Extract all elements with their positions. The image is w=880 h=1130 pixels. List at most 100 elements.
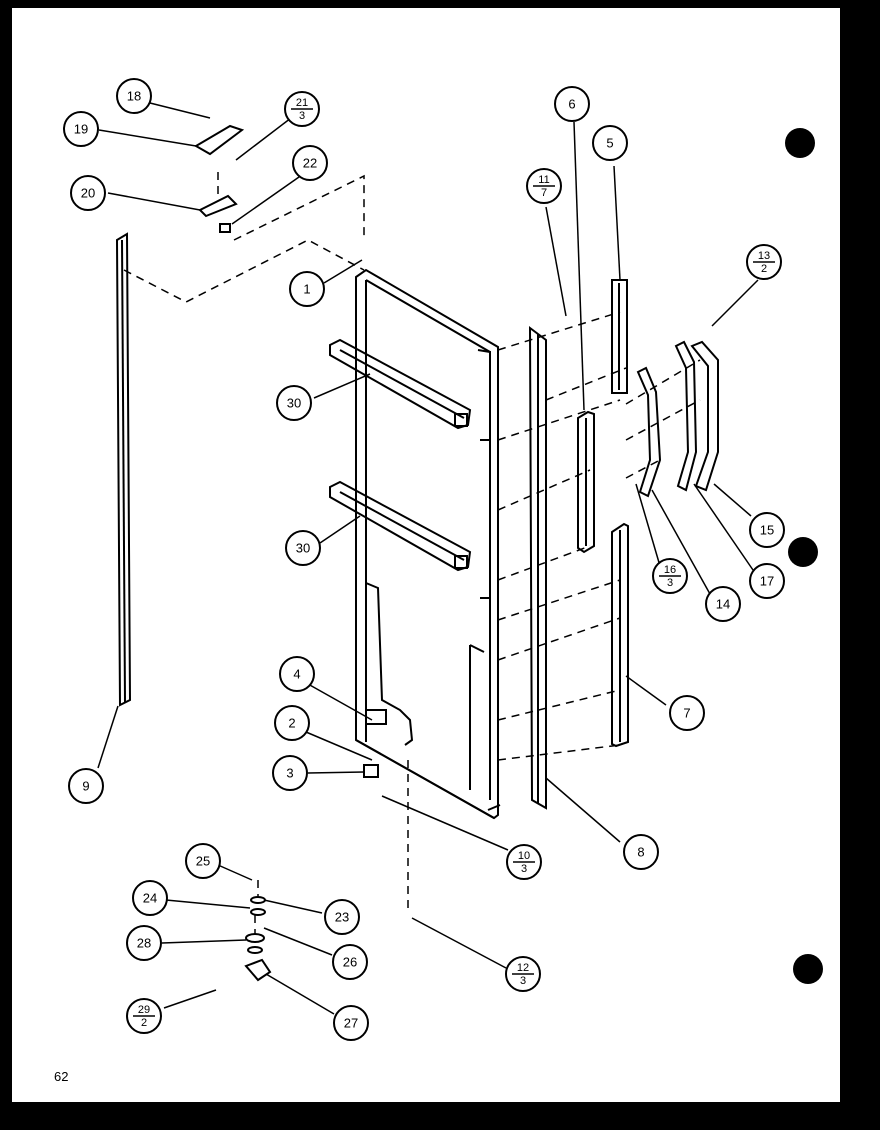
callout-30b: 30 (285, 530, 321, 566)
callout-5: 5 (592, 125, 628, 161)
callout-numerator: 29 (138, 1004, 150, 1016)
callout-label: 24 (143, 891, 157, 906)
callout-circle (749, 563, 785, 599)
trim-strip-8 (528, 325, 547, 810)
callout-2: 2 (274, 705, 310, 741)
callout-20: 20 (70, 175, 106, 211)
callout-denominator: 3 (520, 975, 526, 987)
callout-11: 117 (526, 168, 562, 204)
callout-denominator: 3 (521, 863, 527, 875)
punch-hole-bottom (793, 954, 823, 984)
callout-label: 9 (82, 779, 89, 794)
callout-circle (669, 695, 705, 731)
callout-circle (116, 78, 152, 114)
callout-27: 27 (333, 1005, 369, 1041)
callout-circle (749, 512, 785, 548)
leader-lines (97, 102, 759, 1015)
callout-circle (272, 755, 308, 791)
scan-border-bottom (0, 1106, 880, 1130)
trim-piece-6 (577, 410, 595, 554)
callout-24: 24 (132, 880, 168, 916)
callout-7: 7 (669, 695, 705, 731)
callout-circle (185, 843, 221, 879)
callout-30a: 30 (276, 385, 312, 421)
punch-hole-middle (788, 537, 818, 567)
callout-denominator: 2 (761, 263, 767, 275)
callout-group: 1819213222013030651171321517163147842310… (63, 78, 785, 1041)
callout-6: 6 (554, 86, 590, 122)
callout-label: 30 (296, 541, 310, 556)
trim-piece-5 (611, 279, 628, 394)
callout-circle (289, 271, 325, 307)
callout-circle (292, 145, 328, 181)
callout-3: 3 (272, 755, 308, 791)
handle-piece-14 (636, 366, 662, 498)
callout-circle (70, 175, 106, 211)
callout-4: 4 (279, 656, 315, 692)
callout-1: 1 (289, 271, 325, 307)
callout-label: 8 (637, 845, 644, 860)
callout-17: 17 (749, 563, 785, 599)
top-hinge-assembly (194, 124, 245, 233)
callout-numerator: 21 (296, 97, 308, 109)
callout-8: 8 (623, 834, 659, 870)
callout-circle (705, 586, 741, 622)
callout-circle (276, 385, 312, 421)
trim-piece-7 (611, 522, 629, 748)
callout-label: 25 (196, 854, 210, 869)
callout-29: 292 (126, 998, 162, 1034)
callout-label: 3 (286, 766, 293, 781)
callout-15: 15 (749, 512, 785, 548)
callout-circle (333, 1005, 369, 1041)
callout-28: 28 (126, 925, 162, 961)
callout-14: 14 (705, 586, 741, 622)
page-number: 62 (54, 1069, 68, 1084)
callout-circle (324, 899, 360, 935)
callout-26: 26 (332, 944, 368, 980)
callout-13: 132 (746, 244, 782, 280)
callout-label: 4 (293, 667, 300, 682)
callout-label: 26 (343, 955, 357, 970)
callout-10: 103 (506, 844, 542, 880)
door-hinge-lower (363, 709, 387, 778)
punch-hole-top (785, 128, 815, 158)
diagram-sheet (12, 8, 840, 1102)
callout-label: 23 (335, 910, 349, 925)
callout-circle (332, 944, 368, 980)
callout-label: 18 (127, 89, 141, 104)
callout-23: 23 (324, 899, 360, 935)
callout-label: 15 (760, 523, 774, 538)
callout-circle (63, 111, 99, 147)
callout-denominator: 3 (299, 110, 305, 122)
callout-19: 19 (63, 111, 99, 147)
callout-circle (126, 925, 162, 961)
callout-label: 27 (344, 1016, 358, 1031)
callout-label: 19 (74, 122, 88, 137)
handle-piece-15 (690, 340, 719, 492)
callout-label: 7 (683, 706, 690, 721)
callout-denominator: 3 (667, 577, 673, 589)
callout-label: 28 (137, 936, 151, 951)
callout-label: 2 (288, 716, 295, 731)
callout-label: 6 (568, 97, 575, 112)
callout-numerator: 16 (664, 564, 676, 576)
callout-circle (132, 880, 168, 916)
bottom-hinge-assembly (244, 896, 272, 982)
callout-circle (623, 834, 659, 870)
callout-label: 22 (303, 156, 317, 171)
callout-label: 1 (303, 282, 310, 297)
door-shelf-lower (329, 480, 472, 572)
callout-numerator: 11 (538, 174, 549, 186)
callout-circle (68, 768, 104, 804)
callout-numerator: 12 (517, 962, 529, 974)
callout-denominator: 2 (141, 1017, 147, 1029)
callout-label: 17 (760, 574, 774, 589)
callout-circle (554, 86, 590, 122)
callout-21: 213 (284, 91, 320, 127)
callout-circle (285, 530, 321, 566)
callout-label: 30 (287, 396, 301, 411)
handle-piece-17 (674, 340, 698, 492)
callout-circle (274, 705, 310, 741)
callout-numerator: 10 (518, 850, 530, 862)
